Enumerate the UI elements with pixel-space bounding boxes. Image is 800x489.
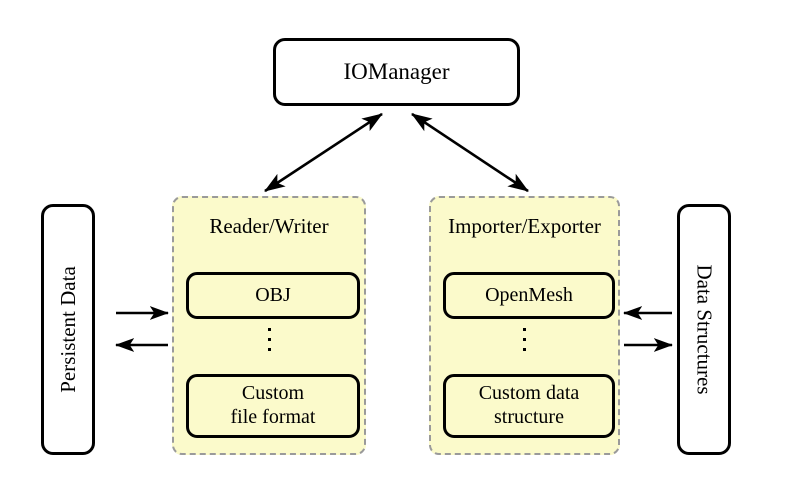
importer-exporter-panel: Importer/Exporter OpenMesh Custom data s… (429, 196, 620, 455)
data-structures-label: Data Structures (692, 264, 717, 395)
custom-data-structure-line2: structure (494, 406, 564, 428)
importer-exporter-title: Importer/Exporter (448, 214, 601, 238)
io-manager-label: IOManager (343, 59, 450, 84)
arrow-manager-importer-exporter (411, 112, 529, 193)
custom-file-format-line1: Custom (241, 382, 305, 405)
data-structures-box: Data Structures (677, 204, 731, 455)
custom-file-format-line2: file format (230, 406, 316, 428)
io-manager-box: IOManager (273, 38, 520, 106)
obj-box: OBJ (186, 272, 360, 319)
custom-file-format-box: Custom file format (186, 374, 360, 438)
custom-file-format-label: Custom file format (231, 382, 316, 429)
reader-writer-ellipsis-icon (174, 328, 364, 351)
openmesh-label: OpenMesh (485, 283, 573, 306)
importer-exporter-ellipsis-icon (431, 328, 618, 351)
reader-writer-panel: Reader/Writer OBJ Custom file format (172, 196, 366, 455)
persistent-data-box: Persistent Data (41, 204, 95, 455)
persistent-data-label: Persistent Data (55, 266, 80, 393)
arrow-manager-reader-writer (264, 112, 383, 193)
custom-data-structure-box: Custom data structure (443, 374, 615, 438)
reader-writer-title: Reader/Writer (209, 214, 329, 238)
custom-data-structure-label: Custom data structure (479, 382, 580, 429)
custom-data-structure-line1: Custom data (478, 382, 580, 405)
openmesh-box: OpenMesh (443, 272, 615, 319)
obj-label: OBJ (255, 283, 291, 306)
